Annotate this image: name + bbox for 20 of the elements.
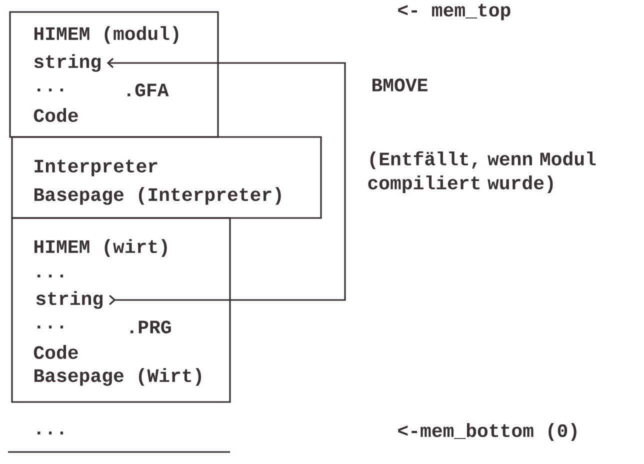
edge-label: BMOVE	[372, 78, 428, 92]
box-text: .GFA	[128, 84, 169, 96]
box-text: ...	[38, 274, 64, 278]
string-label: string	[34, 54, 101, 72]
box-text: Code	[34, 108, 78, 122]
note-text: (Entfällt, wenn Modul compiliert wurde)	[368, 151, 596, 194]
box-text: ...	[38, 88, 64, 92]
box-text: HIMEM (wirt)	[34, 239, 167, 257]
address-label: <- mem_top	[398, 4, 510, 20]
box-text: Basepage (Wirt)	[34, 368, 201, 386]
box-text: Basepage (Interpreter)	[34, 187, 281, 205]
ellipsis-text: ...	[38, 432, 64, 434]
box-text: Interpreter	[34, 160, 158, 176]
box-text: Code	[34, 345, 78, 359]
address-label: <-mem_bottom (0)	[398, 423, 576, 441]
arrow	[106, 58, 346, 306]
box-text: .PRG	[130, 320, 171, 334]
box-text: ...	[38, 326, 64, 328]
string-label: string	[36, 291, 103, 309]
box-text: HIMEM (modul)	[34, 26, 178, 44]
